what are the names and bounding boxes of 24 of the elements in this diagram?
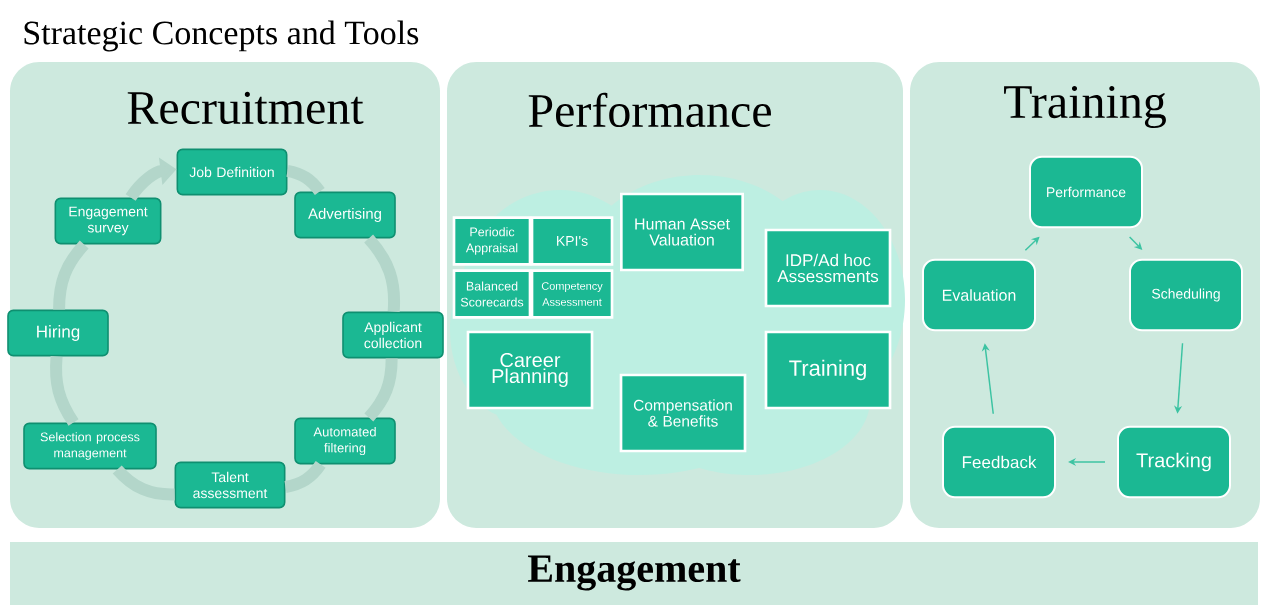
- concept-box: Training: [764, 330, 892, 410]
- step-box: Hiring: [7, 309, 109, 357]
- concept-box: Compensation & Benefits: [619, 373, 747, 453]
- concept-box: Career Planning: [466, 330, 594, 410]
- step-box: Engagement survey: [54, 197, 162, 245]
- step-box: Tracking: [1117, 425, 1231, 499]
- step-box: Advertising: [294, 191, 396, 239]
- step-box: Selection process management: [23, 422, 157, 470]
- step-box: Applicant collection: [342, 311, 444, 359]
- step-box: Performance: [1029, 155, 1143, 229]
- band: Engagement: [10, 542, 1258, 605]
- step-box: Talent assessment: [174, 461, 286, 509]
- title: Strategic Concepts and Tools: [24, 20, 419, 52]
- step-box: Evaluation: [922, 258, 1036, 332]
- step-box: Scheduling: [1129, 258, 1243, 332]
- concept-box: Human Asset Valuation: [620, 192, 744, 272]
- concept-box: Periodic Appraisal: [452, 216, 532, 266]
- concept-box: Balanced Scorecards: [452, 269, 532, 319]
- step-box: Feedback: [942, 425, 1056, 499]
- concept-box: IDP/Ad hoc Assessments: [764, 228, 892, 308]
- step-box: Automated filtering: [294, 417, 396, 465]
- concept-box: Competency Assessment: [530, 269, 614, 319]
- step-box: Job Definition: [176, 148, 288, 196]
- concept-box: KPI's: [530, 216, 614, 266]
